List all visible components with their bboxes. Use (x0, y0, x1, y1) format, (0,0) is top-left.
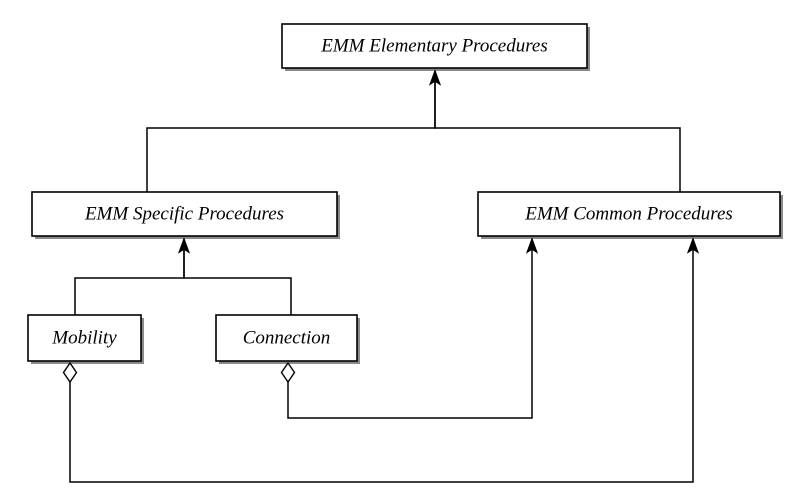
node-mobility: Mobility (27, 314, 144, 364)
edge-mobility-to-common (69, 238, 694, 483)
node-label-common: EMM Common Procedures (524, 203, 733, 224)
arrow-elementary-icon (428, 69, 442, 86)
node-box-elementary (281, 23, 588, 69)
node-common: EMM Common Procedures (477, 191, 783, 239)
edge-connection-to-common (287, 238, 533, 419)
markers-layer (62, 69, 700, 384)
edge-connection-to-specific (183, 238, 292, 315)
node-connection: Connection (215, 314, 360, 364)
arrow-specific-icon (177, 237, 191, 254)
diamond-connection-icon (280, 361, 296, 384)
node-box-specific (31, 191, 338, 237)
node-label-specific: EMM Specific Procedures (84, 203, 284, 224)
node-box-mobility (27, 314, 142, 362)
node-label-mobility: Mobility (51, 327, 117, 348)
arrow-common-right-icon (686, 237, 700, 254)
edge-common-to-elementary (434, 70, 681, 192)
arrow-common-left-icon (525, 237, 539, 254)
node-label-connection: Connection (243, 327, 331, 348)
diamond-mobility-icon (62, 361, 78, 384)
node-elementary: EMM Elementary Procedures (281, 23, 590, 71)
edge-specific-to-elementary (146, 70, 436, 192)
node-box-common (477, 191, 781, 237)
edges-layer (69, 70, 694, 483)
edge-mobility-to-specific (74, 238, 185, 315)
node-label-elementary: EMM Elementary Procedures (320, 35, 548, 56)
node-specific: EMM Specific Procedures (31, 191, 340, 239)
node-box-connection (215, 314, 358, 362)
